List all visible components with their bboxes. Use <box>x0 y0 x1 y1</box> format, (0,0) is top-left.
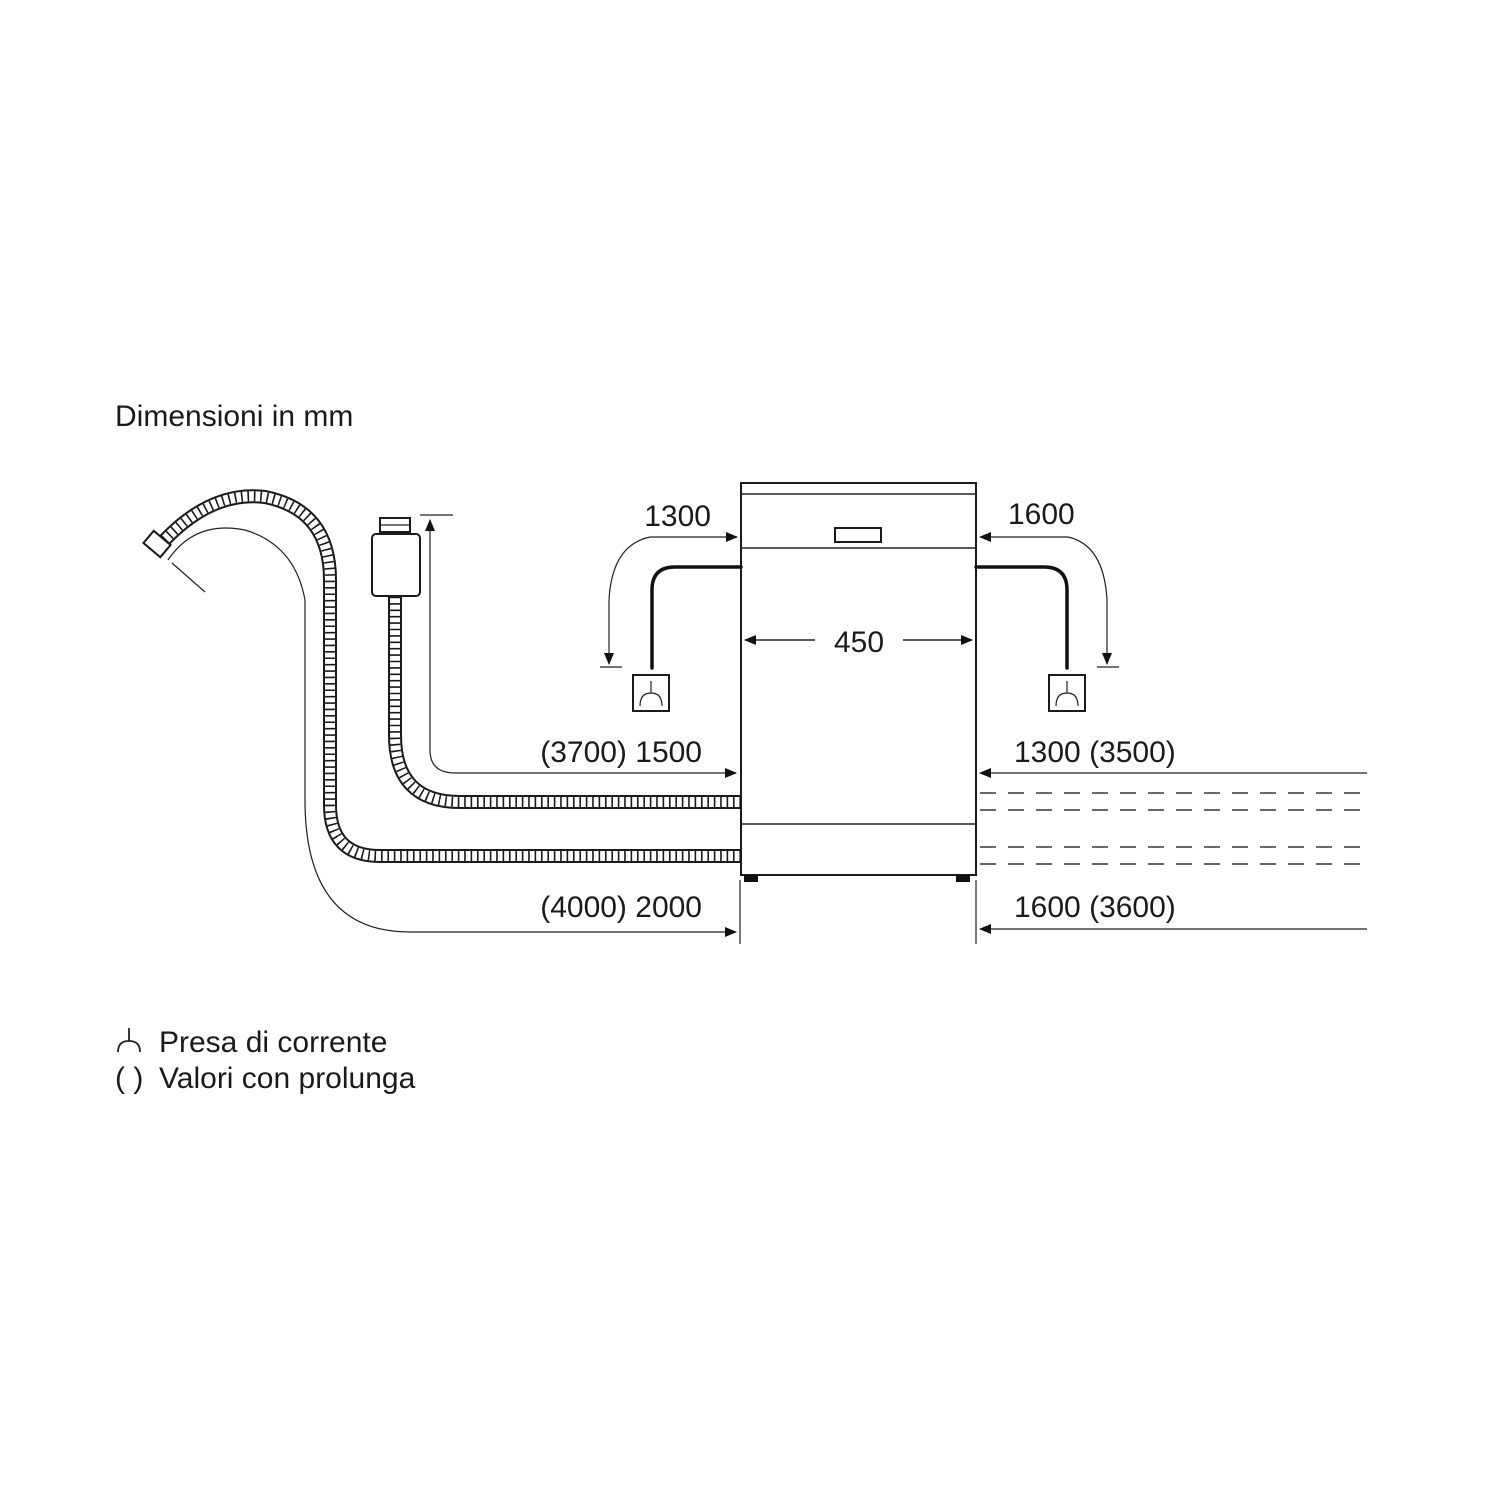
width-label: 450 <box>834 626 884 659</box>
drain-hose-left-dimension: (3700) 1500 <box>420 514 737 778</box>
drain-hose-right-label: 1300 (3500) <box>1014 736 1176 769</box>
drain-hose-left-label: (3700) 1500 <box>540 736 702 769</box>
diagram-title: Dimensioni in mm <box>115 400 353 433</box>
width-dimension: 450 <box>744 626 973 659</box>
legend-socket-icon <box>117 1028 141 1053</box>
aquastop-valve <box>371 517 421 597</box>
legend-socket-label: Presa di corrente <box>159 1026 387 1059</box>
inlet-hose <box>154 489 741 863</box>
power-cord-left <box>632 565 743 712</box>
inlet-hose-left-dimension: (4000) 2000 <box>167 527 741 944</box>
inlet-hose-connector <box>142 529 206 593</box>
power-cord-left-label: 1300 <box>644 500 711 533</box>
left-foot <box>744 875 758 882</box>
inlet-hose-right-label: 1600 (3600) <box>1014 891 1176 924</box>
right-hose-routes <box>980 792 1367 865</box>
power-cord-left-dimension: 1300 <box>600 500 738 668</box>
power-cord-right-label: 1600 <box>1008 498 1075 531</box>
socket-icon <box>1055 681 1079 707</box>
control-display <box>834 527 882 543</box>
legend-extension-label: Valori con prolunga <box>159 1062 416 1095</box>
power-cord-right-dimension: 1600 <box>979 498 1119 668</box>
dishwasher-body <box>740 482 977 882</box>
right-foot <box>956 875 970 882</box>
drain-hose-right-dimension: 1300 (3500) <box>979 736 1367 778</box>
power-cord-right <box>974 565 1086 712</box>
inlet-hose-left-label: (4000) 2000 <box>540 891 702 924</box>
legend-extension-symbol: ( ) <box>115 1062 143 1095</box>
socket-icon <box>639 681 663 707</box>
inlet-hose-right-dimension: 1600 (3600) <box>975 880 1367 944</box>
drain-hose <box>388 595 741 809</box>
legend: Presa di corrente ( ) Valori con prolung… <box>115 1026 416 1095</box>
